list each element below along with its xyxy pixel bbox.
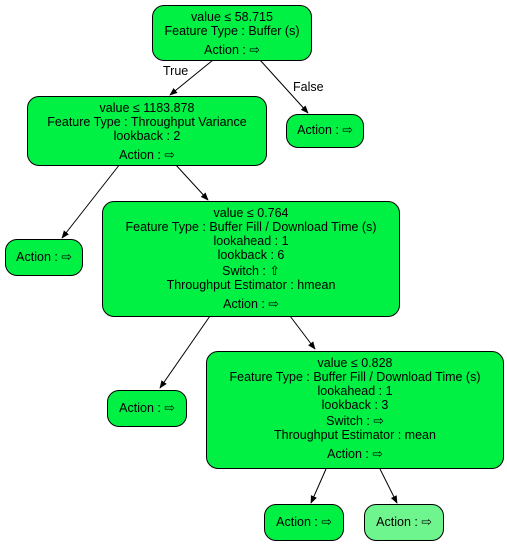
node-condition-line: Switch : ⇨ [326, 414, 384, 428]
leaf-node-middle: Action : ⇨ [107, 390, 187, 427]
leaf-node-bottom-left: Action : ⇨ [264, 504, 344, 541]
node-condition-line: value ≤ 1183.878 [99, 101, 195, 115]
node-condition-line: lookahead : 1 [213, 234, 289, 248]
node-condition-line: lookback : 2 [113, 129, 181, 143]
node-condition-line: Feature Type : Throughput Variance [47, 115, 247, 129]
node-condition-line: lookback : 3 [321, 398, 389, 412]
edge-root-n1 [169, 59, 214, 96]
edge-n6-n7 [310, 468, 327, 504]
node-condition-line: Throughput Estimator : hmean [166, 278, 336, 292]
node-action-label: Action : ⇨ [16, 250, 72, 264]
node-condition-line: value ≤ 58.715 [191, 10, 273, 24]
edge-n6-n8 [379, 468, 398, 504]
leaf-node-false: Action : ⇨ [286, 114, 364, 148]
node-condition-line: value ≤ 0.828 [317, 356, 393, 370]
edge-n1-n3 [61, 163, 121, 239]
edge-n4-n6 [289, 315, 316, 350]
node-condition-line: Feature Type : Buffer Fill / Download Ti… [229, 370, 481, 384]
node-action-label: Action : ⇨ [119, 148, 175, 162]
leaf-node-bottom-right: Action : ⇨ [364, 504, 444, 541]
node-action-label: Action : ⇨ [223, 297, 279, 311]
node-action-label: Action : ⇨ [376, 515, 432, 529]
node-condition-line: Feature Type : Buffer Fill / Download Ti… [125, 220, 377, 234]
node-condition-line: lookback : 6 [217, 248, 285, 262]
leaf-node-left: Action : ⇨ [5, 239, 83, 276]
node-action-label: Action : ⇨ [276, 515, 332, 529]
node-action-label: Action : ⇨ [297, 123, 353, 137]
node-condition-line: lookahead : 1 [317, 384, 393, 398]
node-condition-line: value ≤ 0.764 [213, 206, 289, 220]
edge-root-n2 [259, 59, 309, 114]
node-action-label: Action : ⇨ [327, 447, 383, 461]
true-edge-label: True [162, 64, 190, 78]
false-edge-label: False [292, 80, 325, 94]
node-condition-line: Switch : ⇧ [222, 264, 280, 278]
edge-n4-n5 [159, 315, 211, 389]
edge-n1-n4 [174, 163, 209, 201]
node-condition-line: Feature Type : Buffer (s) [164, 24, 300, 38]
node-action-label: Action : ⇨ [204, 43, 260, 57]
node-action-label: Action : ⇨ [119, 401, 175, 415]
node-condition-line: Throughput Estimator : mean [274, 428, 436, 442]
